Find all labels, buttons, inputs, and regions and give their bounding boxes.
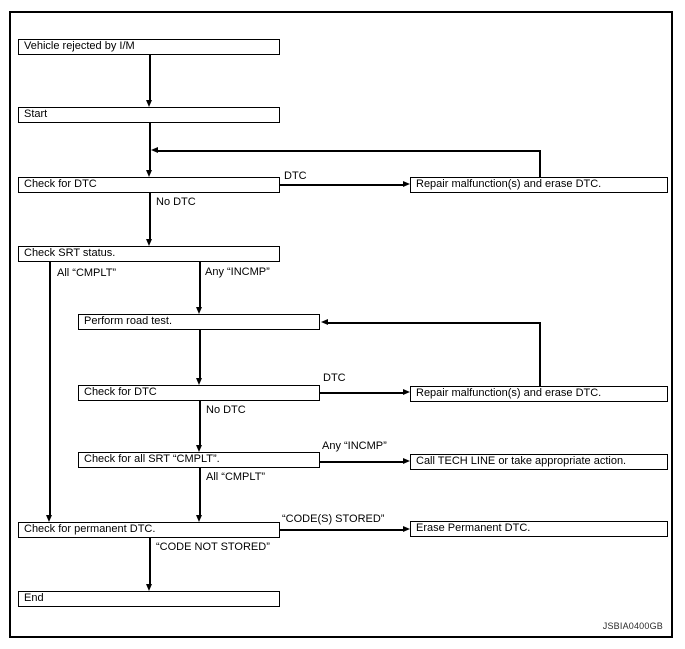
- node-check-dtc-2: Check for DTC: [78, 385, 320, 401]
- node-perform-road-test: Perform road test.: [78, 314, 320, 330]
- edge-repair-2-return-horizontal: [328, 322, 541, 324]
- edge-label-no-dtc-1: No DTC: [156, 196, 196, 208]
- node-start: Start: [18, 107, 280, 123]
- node-end: End: [18, 591, 280, 607]
- figure-code: JSBIA0400GB: [602, 621, 663, 631]
- arrowhead-right-into-erase-permanent: [403, 526, 410, 532]
- edge-label-all-cmplt-2: All “CMPLT”: [206, 471, 266, 483]
- node-check-permanent-dtc: Check for permanent DTC.: [18, 522, 280, 538]
- edge-repair-1-return-vertical: [539, 150, 541, 177]
- node-call-tech-line: Call TECH LINE or take appropriate actio…: [410, 454, 668, 470]
- arrowhead-right-into-call-tech: [403, 458, 410, 464]
- edge-check-all-srt-to-call-tech: [320, 461, 403, 463]
- node-repair-malfunction-2: Repair malfunction(s) and erase DTC.: [410, 386, 668, 402]
- node-check-all-srt-cmplt: Check for all SRT “CMPLT”.: [78, 452, 320, 468]
- edge-repair-2-return-vertical: [539, 322, 541, 386]
- arrowhead-right-into-repair-2: [403, 389, 410, 395]
- arrowhead-down-into-check-permanent-left: [46, 515, 52, 522]
- edge-label-codes-stored: “CODE(S) STORED”: [282, 513, 385, 525]
- edge-vehicle-to-start: [149, 55, 151, 100]
- edge-check-dtc-1-to-repair-1: [280, 184, 403, 186]
- arrowhead-left-repair-2-return: [321, 319, 328, 325]
- edge-road-test-to-check-dtc-2: [199, 330, 201, 378]
- arrowhead-down-into-road-test: [196, 307, 202, 314]
- arrowhead-down-into-check-permanent-mid: [196, 515, 202, 522]
- edge-check-permanent-to-erase-permanent: [280, 529, 403, 531]
- edge-label-dtc-1: DTC: [284, 170, 307, 182]
- edge-label-dtc-2: DTC: [323, 372, 346, 384]
- edge-check-dtc-1-to-check-srt: [149, 193, 151, 239]
- arrowhead-down-into-check-all-srt: [196, 445, 202, 452]
- edge-label-any-incmp-1: Any “INCMP”: [205, 266, 270, 278]
- edge-label-code-not-stored: “CODE NOT STORED”: [156, 541, 270, 553]
- arrowhead-down-into-check-dtc-1: [146, 170, 152, 177]
- node-erase-permanent-dtc: Erase Permanent DTC.: [410, 521, 668, 537]
- arrowhead-down-into-check-srt: [146, 239, 152, 246]
- edge-check-permanent-to-end: [149, 538, 151, 584]
- arrowhead-left-repair-1-return: [151, 147, 158, 153]
- edge-check-srt-to-road-test: [199, 262, 201, 307]
- edge-start-to-check-dtc-1: [149, 123, 151, 170]
- edge-check-dtc-2-to-check-all-srt: [199, 401, 201, 445]
- edge-label-no-dtc-2: No DTC: [206, 404, 246, 416]
- edge-repair-1-return-horizontal: [158, 150, 541, 152]
- node-check-srt-status: Check SRT status.: [18, 246, 280, 262]
- node-vehicle-rejected: Vehicle rejected by I/M: [18, 39, 280, 55]
- edge-check-all-srt-to-check-permanent: [199, 468, 201, 515]
- edge-check-dtc-2-to-repair-2: [320, 392, 403, 394]
- edge-label-all-cmplt-1: All “CMPLT”: [57, 267, 117, 279]
- arrowhead-down-into-start: [146, 100, 152, 107]
- node-repair-malfunction-1: Repair malfunction(s) and erase DTC.: [410, 177, 668, 193]
- edge-check-srt-to-check-permanent: [49, 262, 51, 515]
- node-check-dtc-1: Check for DTC: [18, 177, 280, 193]
- arrowhead-down-into-end: [146, 584, 152, 591]
- arrowhead-down-into-check-dtc-2: [196, 378, 202, 385]
- arrowhead-right-into-repair-1: [403, 181, 410, 187]
- edge-label-any-incmp-2: Any “INCMP”: [322, 440, 387, 452]
